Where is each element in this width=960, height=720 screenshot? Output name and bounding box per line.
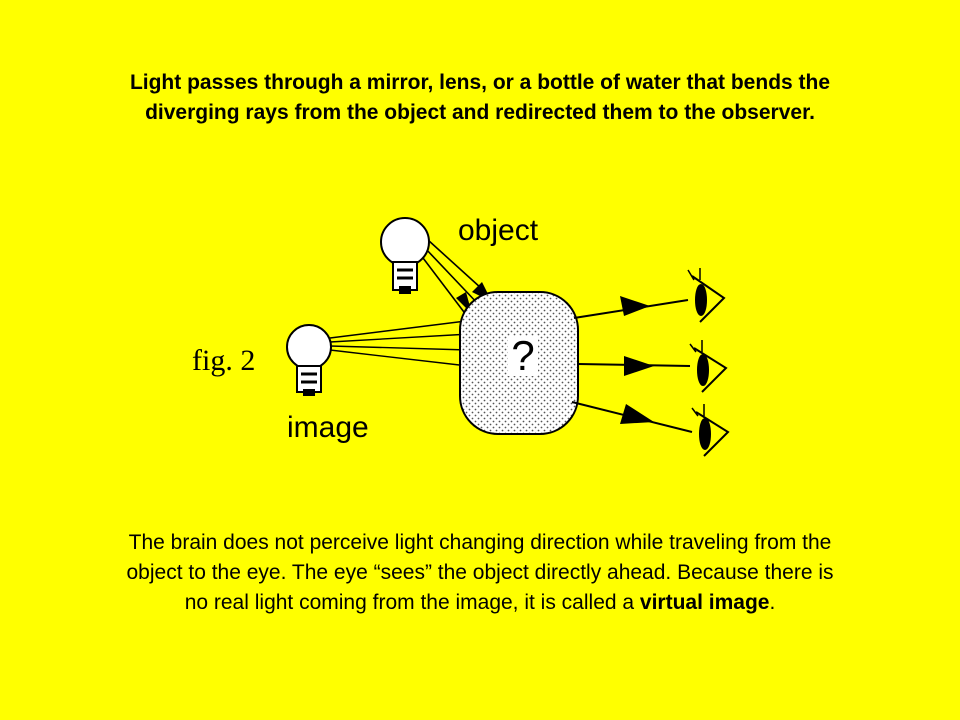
eye-icon-bottom xyxy=(691,404,730,457)
virtual-rays xyxy=(329,319,475,367)
optical-element-box: ? xyxy=(459,291,579,435)
heading-line-1: Light passes through a mirror, lens, or … xyxy=(129,71,831,94)
virtual-image-term: virtual image xyxy=(639,591,770,614)
figure-number-label: fig. 2 xyxy=(192,344,255,377)
caption: The brain does not perceive light changi… xyxy=(60,528,900,618)
caption-line-3: no real light coming from the image, it … xyxy=(60,588,900,618)
outgoing-ray-arrowheads xyxy=(620,296,654,424)
image-bulb-icon xyxy=(286,324,332,396)
eye-icon-middle xyxy=(689,340,728,393)
caption-line-3-text: no real light coming from the image, it … xyxy=(184,591,640,614)
heading: Light passes through a mirror, lens, or … xyxy=(40,68,920,128)
object-bulb-icon xyxy=(380,217,430,294)
unknown-mark: ? xyxy=(511,332,534,379)
caption-line-1: The brain does not perceive light changi… xyxy=(128,531,832,554)
eye-icon-top xyxy=(687,268,726,323)
object-label: object xyxy=(458,214,539,247)
caption-line-3-end: . xyxy=(769,591,776,614)
heading-line-2: diverging rays from the object and redir… xyxy=(145,101,815,124)
image-label: image xyxy=(287,411,369,444)
caption-line-2: object to the eye. The eye “sees” the ob… xyxy=(126,561,834,584)
